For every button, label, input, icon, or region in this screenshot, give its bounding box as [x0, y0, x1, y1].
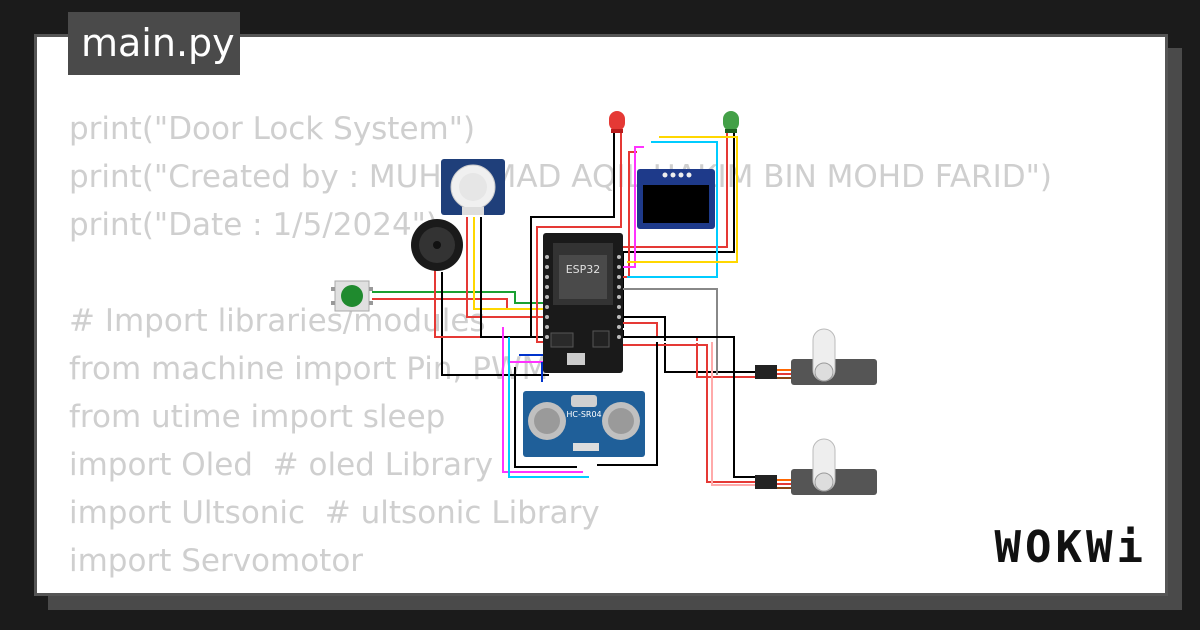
code-line: import Oled # oled Library	[69, 447, 494, 483]
pir-sensor[interactable]	[441, 159, 505, 215]
code-line: from utime import sleep	[69, 399, 446, 435]
wokwi-logo: WOKWi	[994, 522, 1147, 573]
code-line: print("Door Lock System")	[69, 111, 476, 147]
project-card[interactable]: print("Door Lock System")print("Created …	[34, 34, 1168, 596]
code-line: print("Date : 1/5/2024")	[69, 207, 439, 243]
code-line: import Servomotor	[69, 543, 364, 579]
buzzer[interactable]	[411, 219, 463, 271]
servo-motor-bottom[interactable]	[755, 438, 877, 495]
servo-motor-top[interactable]	[755, 328, 877, 385]
circuit-diagram[interactable]: ESP32 HC-SR04	[37, 37, 1168, 596]
code-line: from machine import Pin, SoftI2C	[69, 585, 1052, 593]
push-button[interactable]	[331, 280, 373, 312]
code-line: # Import libraries/modules	[69, 303, 486, 339]
wires	[372, 124, 757, 486]
esp32-label: ESP32	[566, 263, 601, 276]
oled-display[interactable]	[637, 169, 715, 229]
code-line: import Ultsonic # ultsonic Library	[69, 495, 600, 531]
code-preview: print("Door Lock System")print("Created …	[69, 105, 1052, 593]
code-line: from machine import Pin, PWM	[69, 351, 549, 387]
ultrasonic-label: HC-SR04	[566, 410, 601, 419]
file-tab[interactable]: main.py	[68, 12, 240, 75]
red-led[interactable]	[609, 111, 625, 133]
ultrasonic-sensor[interactable]: HC-SR04	[523, 391, 645, 457]
green-led[interactable]	[723, 111, 739, 133]
esp32-board[interactable]: ESP32	[543, 233, 623, 373]
